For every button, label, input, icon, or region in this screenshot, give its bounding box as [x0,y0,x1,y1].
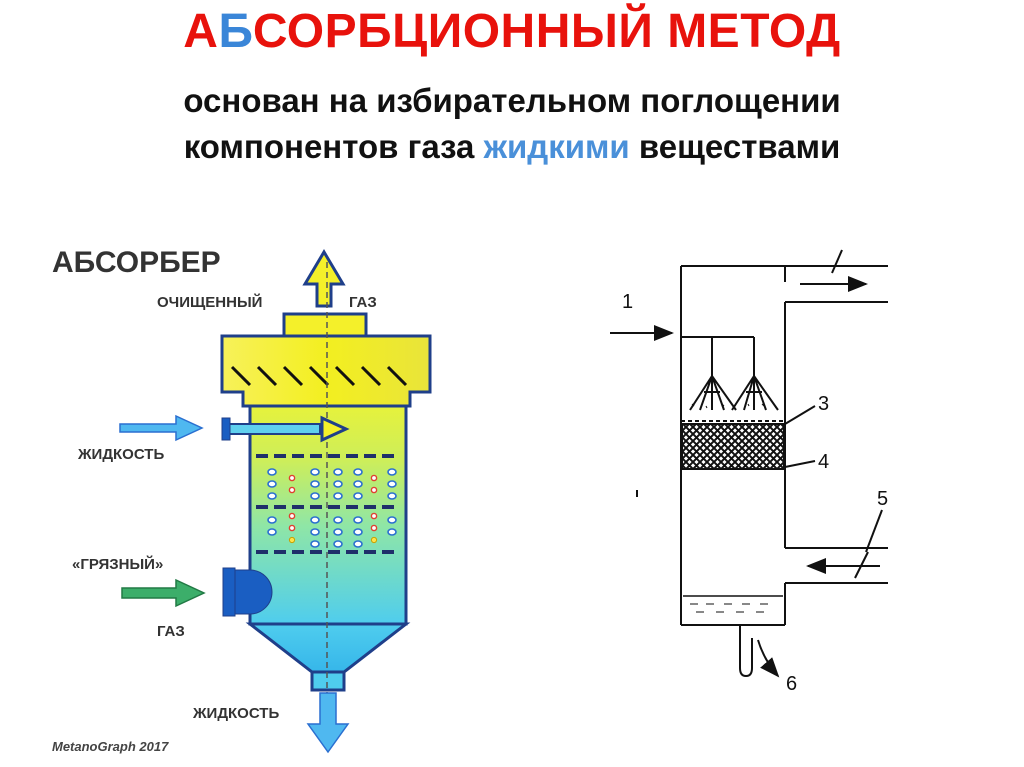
leader-3 [784,405,816,425]
gas-outlet-break [831,249,843,274]
subtitle-line-2: компонентов газа жидкими веществами [0,124,1024,170]
subtitle-line-1: основан на избирательном поглощении [183,82,841,119]
bubbles-yellow [288,536,378,544]
label-5: 5 [877,488,888,510]
packing-plates [256,454,400,554]
liquid-in-arrow [119,414,204,442]
subtitle-line-2-before: компонентов газа [183,128,484,165]
mist-eliminator [230,365,408,387]
gas-inlet-nozzle [234,569,273,615]
title-part-rest: СОРБЦИОННЫЙ МЕТОД [252,5,841,58]
liquid-distributor [320,415,350,443]
clean-gas-arrow [302,249,346,308]
label-1: 1 [622,291,633,313]
sump-ripples [690,603,768,613]
page-subtitle: основан на избирательном поглощении комп… [0,78,1024,170]
liquid-out-arrow [306,692,350,754]
title-part-first: А [183,5,219,58]
absorber-body [248,404,408,626]
dirty-gas-arrow [121,578,206,608]
credit-text: MetanoGraph 2017 [52,739,169,754]
spray-nozzle-1 [689,375,737,411]
bubbles-red [288,474,378,532]
absorber-head [220,334,432,408]
bottom-flange [310,670,346,692]
gas-inlet-flange [222,567,236,617]
leader-4 [784,460,816,468]
schematic-diagram [610,249,888,678]
liquid-inlet-flange [221,417,231,441]
liquid-in-label: ЖИДКОСТЬ [77,446,164,463]
dirty-gas-label-top: «ГРЯЗНЫЙ» [72,555,163,573]
bubbles-blue [267,468,397,548]
title-part-highlight: Б [218,5,253,58]
schematic-labels: 1 3 4 5 6 [622,291,888,695]
spray-nozzle-2 [731,375,779,411]
spray-droplets [691,403,777,409]
top-flange [282,312,368,338]
label-3: 3 [818,393,829,415]
absorber-cone [245,622,411,674]
clean-gas-label-left: ОЧИЩЕННЫЙ [157,293,262,311]
gas-inlet-break [854,551,869,579]
label-4: 4 [818,451,829,473]
label-6: 6 [786,673,797,695]
absorber-heading: АБСОРБЕР [52,246,221,279]
drain-pipe [739,625,753,678]
liquid-inlet-pipe [223,423,321,435]
page-title: АБСОРБЦИОННЫЙ МЕТОД [0,4,1024,59]
clean-gas-label-right: ГАЗ [349,294,377,311]
absorber-diagram: АБСОРБЕР ОЧИЩЕННЫЙ ГАЗ [52,246,432,754]
drain-flow [757,639,780,678]
dirty-gas-label-bottom: ГАЗ [157,623,185,640]
subtitle-line-2-after: веществами [629,128,841,165]
packing-bed [681,423,785,470]
subtitle-line-2-highlight: жидкими [483,128,630,165]
leader-5 [865,509,883,553]
liquid-out-label: ЖИДКОСТЬ [192,705,279,722]
